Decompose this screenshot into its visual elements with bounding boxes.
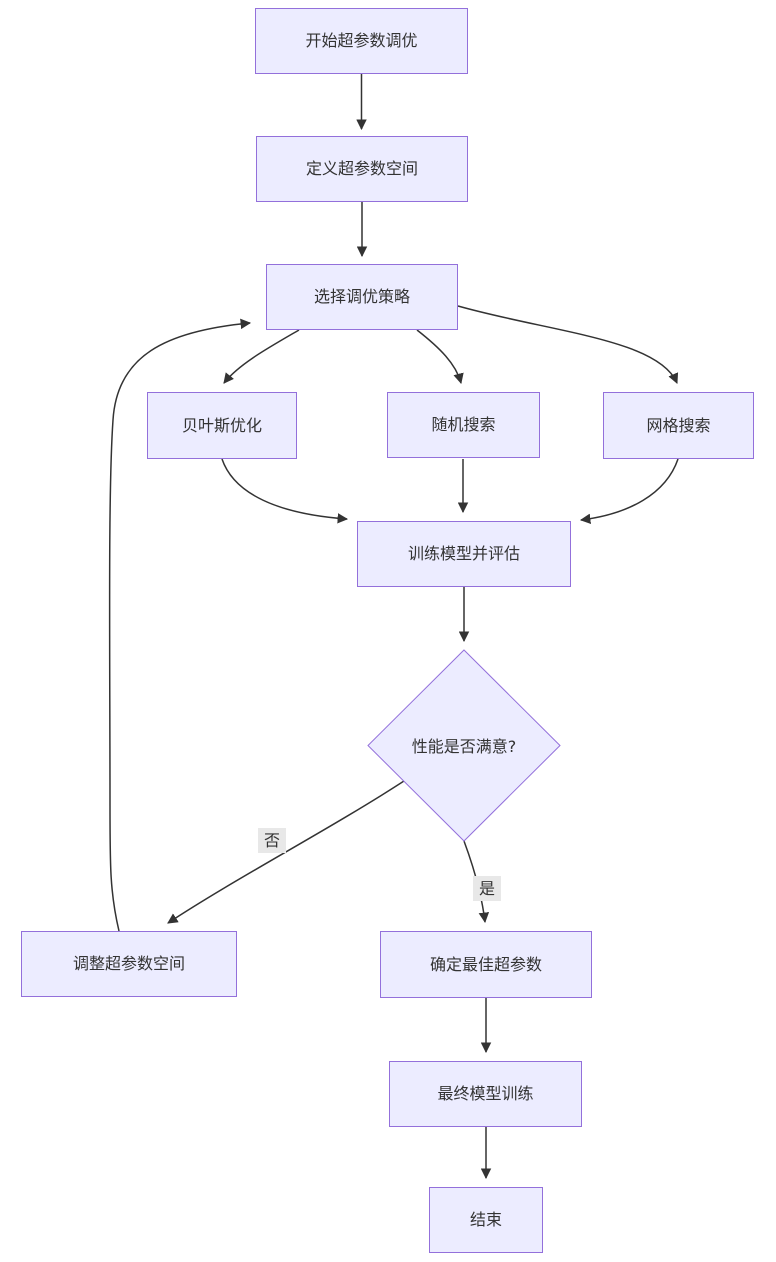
node-satisfied-shape bbox=[367, 649, 561, 842]
node-grid-search-label: 网格搜索 bbox=[646, 415, 711, 435]
edge-bayesian-to-train bbox=[221, 458, 349, 524]
edge-adjust-to-choose bbox=[108, 318, 252, 932]
node-best-params-label: 确定最佳超参数 bbox=[429, 954, 542, 974]
node-best-params: 确定最佳超参数 bbox=[380, 931, 592, 998]
edge-choose-to-grid bbox=[457, 305, 679, 384]
node-start: 开始超参数调优 bbox=[255, 8, 468, 74]
node-choose-strategy-label: 选择调优策略 bbox=[313, 287, 410, 307]
node-adjust-space-label: 调整超参数空间 bbox=[72, 954, 185, 974]
node-final-train-label: 最终模型训练 bbox=[437, 1084, 534, 1104]
node-bayesian: 贝叶斯优化 bbox=[147, 392, 297, 459]
node-define-space-label: 定义超参数空间 bbox=[305, 159, 418, 179]
node-define-space: 定义超参数空间 bbox=[256, 136, 468, 202]
edge-label-no: 否 bbox=[258, 828, 287, 854]
node-adjust-space: 调整超参数空间 bbox=[21, 931, 237, 997]
node-train-eval: 训练模型并评估 bbox=[357, 521, 571, 587]
node-bayesian-label: 贝叶斯优化 bbox=[181, 415, 262, 435]
node-satisfied-label: 性能是否满意? bbox=[411, 737, 517, 756]
edge-choose-to-bayesian bbox=[223, 329, 300, 384]
node-end-label: 结束 bbox=[469, 1210, 502, 1230]
node-grid-search: 网格搜索 bbox=[603, 392, 754, 459]
edge-label-yes: 是 bbox=[473, 876, 502, 902]
edge-choose-to-random bbox=[416, 329, 464, 385]
node-start-label: 开始超参数调优 bbox=[305, 31, 418, 51]
node-final-train: 最终模型训练 bbox=[389, 1061, 582, 1127]
node-satisfied: 性能是否满意? bbox=[368, 731, 560, 759]
edge-grid-to-train bbox=[579, 458, 679, 525]
node-random-search: 随机搜索 bbox=[387, 392, 540, 458]
node-choose-strategy: 选择调优策略 bbox=[266, 264, 458, 330]
node-train-eval-label: 训练模型并评估 bbox=[407, 544, 520, 564]
node-random-search-label: 随机搜索 bbox=[431, 415, 496, 435]
node-end: 结束 bbox=[429, 1187, 543, 1253]
